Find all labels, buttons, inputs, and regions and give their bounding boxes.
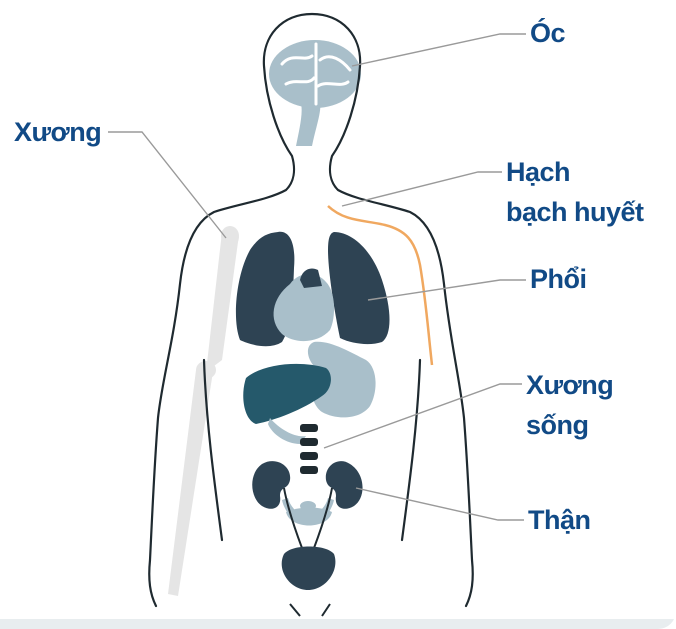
label-brain: Óc [530,17,565,49]
label-spine-line1: Xương [526,369,613,401]
label-lymph-node-line1: Hạch [506,156,570,188]
arm-bone [168,226,239,596]
spine [300,424,318,474]
brain [269,40,361,146]
label-lung: Phổi [530,263,587,295]
label-kidney: Thận [528,504,591,536]
label-lymph-node-line2: bạch huyết [506,196,644,228]
bladder [282,547,336,591]
liver [243,364,331,424]
label-bone: Xương [14,116,101,148]
label-spine-line2: sống [526,409,589,441]
